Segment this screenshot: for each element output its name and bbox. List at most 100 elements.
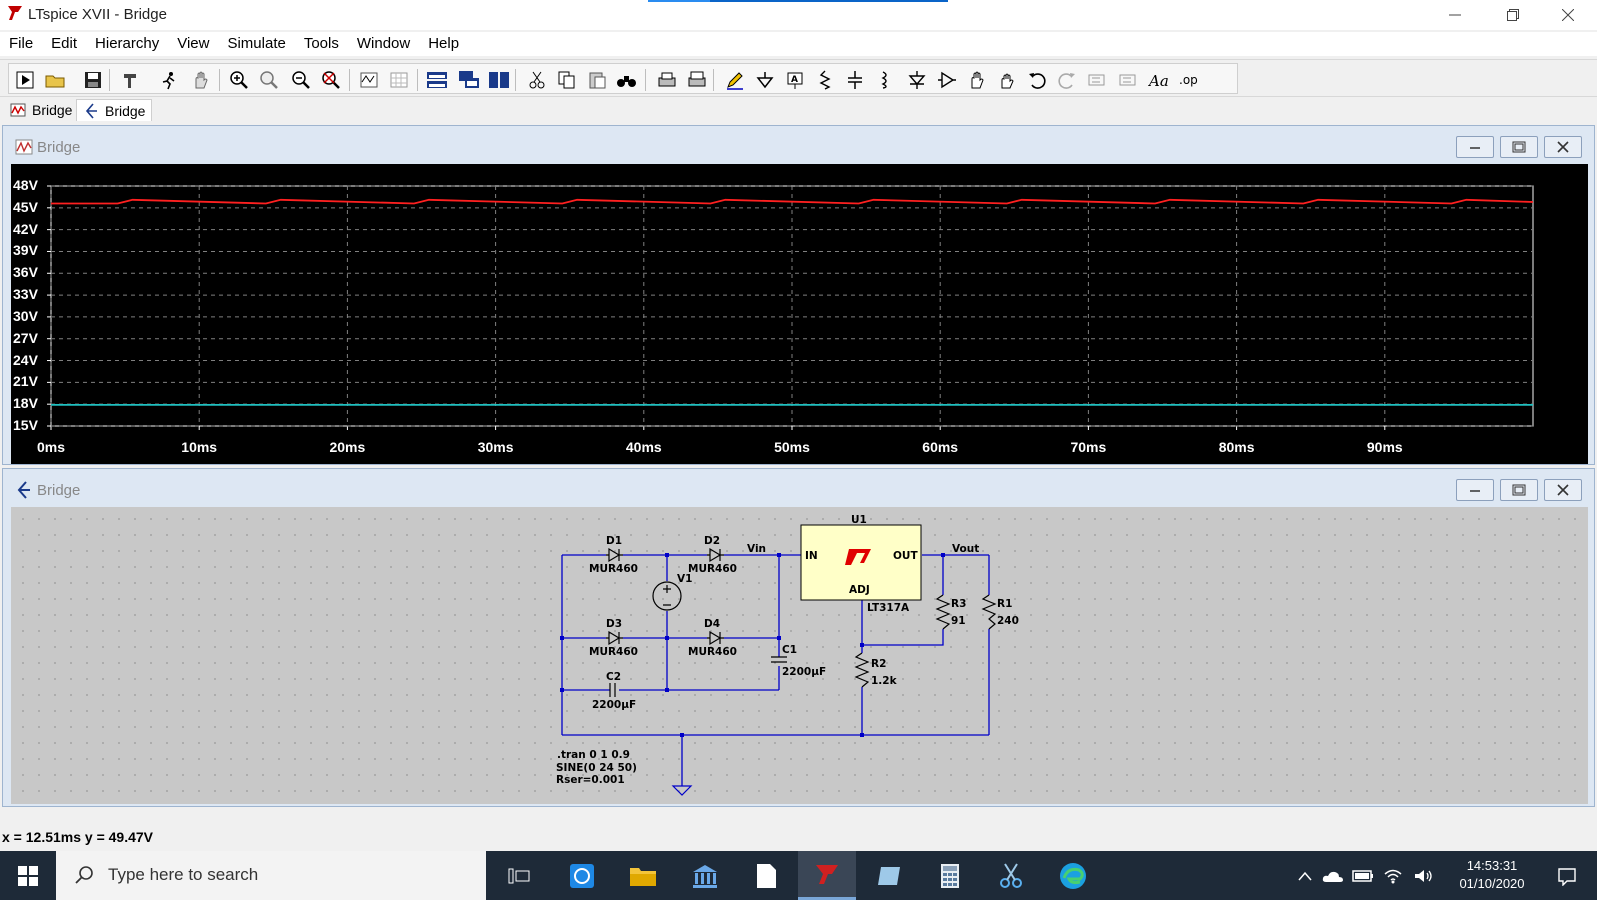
control-panel-button[interactable]: [119, 68, 143, 92]
taskbar-app-notepad[interactable]: [737, 851, 795, 900]
r2-value[interactable]: 1.2k: [871, 675, 897, 687]
minimize-window-button[interactable]: [1426, 0, 1484, 30]
copy-button[interactable]: [555, 68, 579, 92]
d3-model[interactable]: MUR460: [589, 646, 638, 658]
paste-button[interactable]: [585, 68, 609, 92]
v1-source-value[interactable]: SINE(0 24 50): [556, 762, 637, 774]
c1-value[interactable]: 2200µF: [782, 666, 827, 678]
open-button[interactable]: [43, 68, 67, 92]
net-label-vout[interactable]: Vout: [952, 543, 980, 555]
u1-model[interactable]: LT317A: [867, 602, 910, 614]
d4-model[interactable]: MUR460: [688, 646, 737, 658]
tab-bridge-schematic[interactable]: Bridge: [76, 99, 153, 121]
network-tray-icon[interactable]: [1380, 851, 1406, 900]
taskbar-app-file-explorer[interactable]: [614, 851, 672, 900]
d4-label[interactable]: D4: [704, 618, 721, 630]
schematic-window-titlebar[interactable]: Bridge: [3, 469, 1594, 507]
taskbar-app-library[interactable]: [676, 851, 734, 900]
waveform-close-button[interactable]: [1544, 136, 1582, 158]
r3-value[interactable]: 91: [951, 615, 966, 627]
c1-label[interactable]: C1: [782, 644, 798, 656]
draw-wire-button[interactable]: [723, 68, 747, 92]
cut-button[interactable]: [525, 68, 549, 92]
menu-window[interactable]: Window: [356, 35, 411, 52]
taskbar-app-snipping-tool[interactable]: [982, 851, 1040, 900]
move-button[interactable]: [965, 68, 989, 92]
d2-model[interactable]: MUR460: [688, 563, 737, 575]
print-button[interactable]: [655, 68, 679, 92]
grid-button[interactable]: [387, 68, 411, 92]
capacitor-button[interactable]: [843, 68, 867, 92]
inductor-button[interactable]: [873, 68, 897, 92]
diode-button[interactable]: [905, 68, 929, 92]
c2-label[interactable]: C2: [606, 671, 622, 683]
menu-help[interactable]: Help: [428, 35, 460, 52]
waveform-minimize-button[interactable]: [1456, 136, 1494, 158]
resistor-button[interactable]: [813, 68, 837, 92]
schematic-maximize-button[interactable]: [1500, 479, 1538, 501]
menu-tools[interactable]: Tools: [303, 35, 339, 52]
r2-label[interactable]: R2: [871, 658, 887, 670]
component-button[interactable]: [935, 68, 959, 92]
c2-value[interactable]: 2200µF: [592, 699, 637, 711]
halt-button[interactable]: [189, 68, 213, 92]
taskbar-app-ltspice[interactable]: [798, 851, 856, 900]
battery-tray-icon[interactable]: [1350, 851, 1376, 900]
taskbar-app-calculator[interactable]: [921, 851, 979, 900]
notifications-button[interactable]: [1545, 851, 1589, 900]
redo-button[interactable]: [1055, 68, 1079, 92]
net-label-vin[interactable]: Vin: [747, 543, 767, 555]
d1-model[interactable]: MUR460: [589, 563, 638, 575]
volume-tray-icon[interactable]: [1410, 851, 1436, 900]
d3-label[interactable]: D3: [606, 618, 623, 630]
autorange-button[interactable]: [357, 68, 381, 92]
zoom-in-button[interactable]: [227, 68, 251, 92]
drag-button[interactable]: [995, 68, 1019, 92]
ground-button[interactable]: [753, 68, 777, 92]
zoom-fit-button[interactable]: [319, 68, 343, 92]
taskbar-clock[interactable]: 14:53:31 01/10/2020: [1440, 857, 1544, 893]
onedrive-tray-icon[interactable]: [1320, 851, 1346, 900]
menu-hierarchy[interactable]: Hierarchy: [95, 35, 160, 52]
taskbar-search[interactable]: Type here to search: [56, 851, 486, 900]
tile-horizontal-button[interactable]: [425, 68, 449, 92]
print-setup-button[interactable]: [685, 68, 709, 92]
rotate-button[interactable]: [1085, 68, 1109, 92]
label-net-button[interactable]: A: [783, 68, 807, 92]
new-schematic-button[interactable]: [13, 68, 37, 92]
tile-vertical-button[interactable]: [487, 68, 511, 92]
taskbar-app-generic[interactable]: [860, 851, 918, 900]
menu-simulate[interactable]: Simulate: [227, 35, 286, 52]
run-button[interactable]: [157, 68, 181, 92]
restore-window-button[interactable]: [1484, 0, 1542, 30]
r1-label[interactable]: R1: [997, 598, 1013, 610]
schematic-canvas[interactable]: D1 MUR460 D2 MUR460 D3 MUR460 D4 MUR460 …: [11, 507, 1588, 804]
waveform-window-titlebar[interactable]: Bridge: [3, 126, 1594, 164]
r3-label[interactable]: R3: [951, 598, 967, 610]
d2-label[interactable]: D2: [704, 535, 721, 547]
zoom-out-button[interactable]: [289, 68, 313, 92]
trace-label-vout[interactable]: V(vout): [1133, 167, 1185, 184]
taskbar-app-settings[interactable]: [553, 851, 611, 900]
spice-directive-button[interactable]: .op: [1177, 68, 1201, 92]
v1-source-rser[interactable]: Rser=0.001: [556, 774, 625, 786]
undo-button[interactable]: [1025, 68, 1049, 92]
r1-value[interactable]: 240: [997, 615, 1019, 627]
waveform-maximize-button[interactable]: [1500, 136, 1538, 158]
find-button[interactable]: [615, 68, 639, 92]
mirror-button[interactable]: [1115, 68, 1139, 92]
save-button[interactable]: [81, 68, 105, 92]
task-view-button[interactable]: [490, 851, 548, 900]
cascade-button[interactable]: [457, 68, 481, 92]
pan-button[interactable]: [257, 68, 281, 92]
start-button[interactable]: [0, 851, 56, 900]
text-button[interactable]: Aa: [1147, 68, 1171, 92]
schematic-close-button[interactable]: [1544, 479, 1582, 501]
u1-label[interactable]: U1: [851, 514, 867, 526]
menu-edit[interactable]: Edit: [51, 35, 78, 52]
menu-view[interactable]: View: [177, 35, 210, 52]
tab-bridge-waveform[interactable]: Bridge: [4, 99, 78, 121]
close-window-button[interactable]: [1539, 0, 1597, 30]
taskbar-app-edge[interactable]: [1044, 851, 1102, 900]
